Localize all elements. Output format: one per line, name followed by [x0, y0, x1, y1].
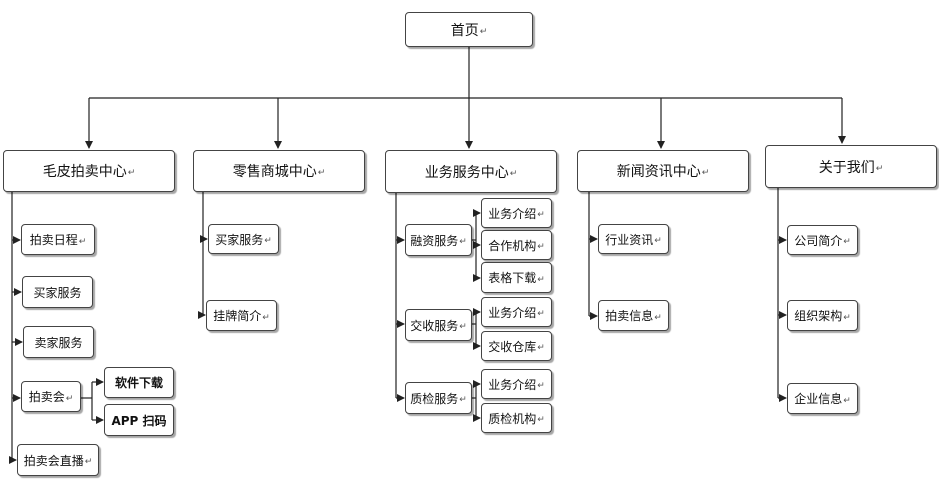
node-financing-service[interactable]: 融资服务↵: [405, 224, 472, 256]
node-software-download[interactable]: 软件下载: [104, 367, 174, 398]
node-org-structure[interactable]: 组织架构↵: [787, 300, 858, 331]
node-about-us[interactable]: 关于我们↵: [765, 145, 937, 188]
node-buyer-service[interactable]: 买家服务: [22, 276, 93, 308]
node-inspection-institutions[interactable]: 质检机构↵: [481, 403, 552, 433]
node-home-label: 首页: [450, 22, 479, 39]
node-seller-service[interactable]: 卖家服务: [23, 326, 94, 358]
node-company-info[interactable]: 企业信息↵: [787, 383, 858, 414]
node-news-center[interactable]: 新闻资讯中心↵: [577, 150, 749, 192]
node-listing-intro[interactable]: 挂牌简介↵: [206, 300, 277, 331]
node-inspection-intro[interactable]: 业务介绍↵: [481, 369, 552, 399]
node-auction[interactable]: 拍卖会↵: [21, 381, 81, 412]
node-auction-schedule[interactable]: 拍卖日程↵: [21, 224, 95, 255]
node-delivery-intro[interactable]: 业务介绍↵: [481, 297, 552, 327]
node-fur-auction-center[interactable]: 毛皮拍卖中心↵: [3, 150, 175, 192]
node-delivery-service[interactable]: 交收服务↵: [405, 309, 472, 341]
node-delivery-warehouse[interactable]: 交收仓库↵: [481, 331, 552, 361]
node-company-intro[interactable]: 公司简介↵: [787, 225, 858, 255]
node-auction-info[interactable]: 拍卖信息↵: [598, 300, 669, 331]
node-partner-institutions[interactable]: 合作机构↵: [481, 230, 552, 260]
node-auction-livestream[interactable]: 拍卖会直播↵: [17, 444, 99, 476]
node-business-service-center[interactable]: 业务服务中心↵: [385, 150, 557, 193]
node-financing-intro[interactable]: 业务介绍↵: [481, 198, 552, 228]
node-home[interactable]: 首页↵: [405, 12, 533, 47]
node-inspection-service[interactable]: 质检服务↵: [405, 382, 472, 414]
node-retail-mall-center[interactable]: 零售商城中心↵: [193, 150, 365, 192]
node-industry-news[interactable]: 行业资讯↵: [598, 224, 669, 254]
node-app-scan[interactable]: APP 扫码: [104, 404, 174, 436]
node-form-download[interactable]: 表格下载↵: [481, 262, 552, 293]
node-retail-buyer-service[interactable]: 买家服务↵: [208, 224, 279, 254]
